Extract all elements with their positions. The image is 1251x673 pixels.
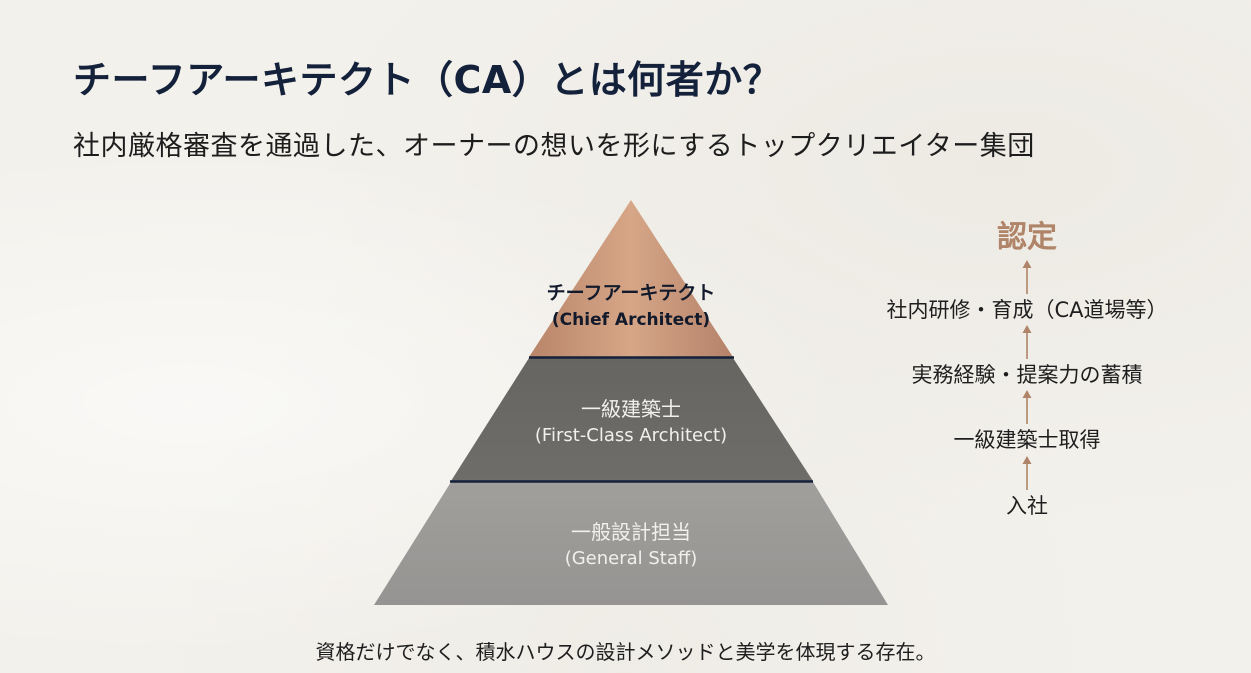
tier-middle-label-ja: 一級建築士 <box>581 397 681 421</box>
flow-goal: 認定 <box>997 220 1057 255</box>
pyramid-tier-base <box>374 482 888 605</box>
footer-caption: 資格だけでなく、積水ハウスの設計メソッドと美学を体現する存在。 <box>315 640 936 664</box>
tier-base-label-ja: 一般設計担当 <box>571 520 691 544</box>
up-arrow-icon <box>1022 390 1032 425</box>
up-arrow-icon <box>1022 260 1032 294</box>
career-flow: 認定 社内研修・育成（CA道場等） 実務経験・提案力の蓄積 一級建築士取得 入社 <box>857 220 1197 519</box>
flow-step-experience: 実務経験・提案力の蓄積 <box>911 363 1143 388</box>
up-arrow-icon <box>1022 325 1032 360</box>
tier-middle-label-en: (First-Class Architect) <box>534 425 728 446</box>
pyramid-tier-middle <box>451 358 813 481</box>
flow-step-license: 一級建築士取得 <box>953 428 1101 453</box>
flow-step-join: 入社 <box>1006 493 1048 518</box>
page-subtitle: 社内厳格審査を通過した、オーナーの想いを形にするトップクリエイター集団 <box>73 131 1035 162</box>
pyramid-tier-top <box>529 200 733 357</box>
tier-top-label-en: (Chief Architect) <box>551 310 711 330</box>
flow-step-training: 社内研修・育成（CA道場等） <box>886 298 1168 322</box>
page-title: チーフアーキテクト（CA）とは何者か？ <box>73 58 782 102</box>
tier-top-label-ja: チーフアーキテクト <box>546 282 716 304</box>
up-arrow-icon <box>1022 455 1032 490</box>
tier-base-label-en: (General Staff) <box>564 548 698 569</box>
